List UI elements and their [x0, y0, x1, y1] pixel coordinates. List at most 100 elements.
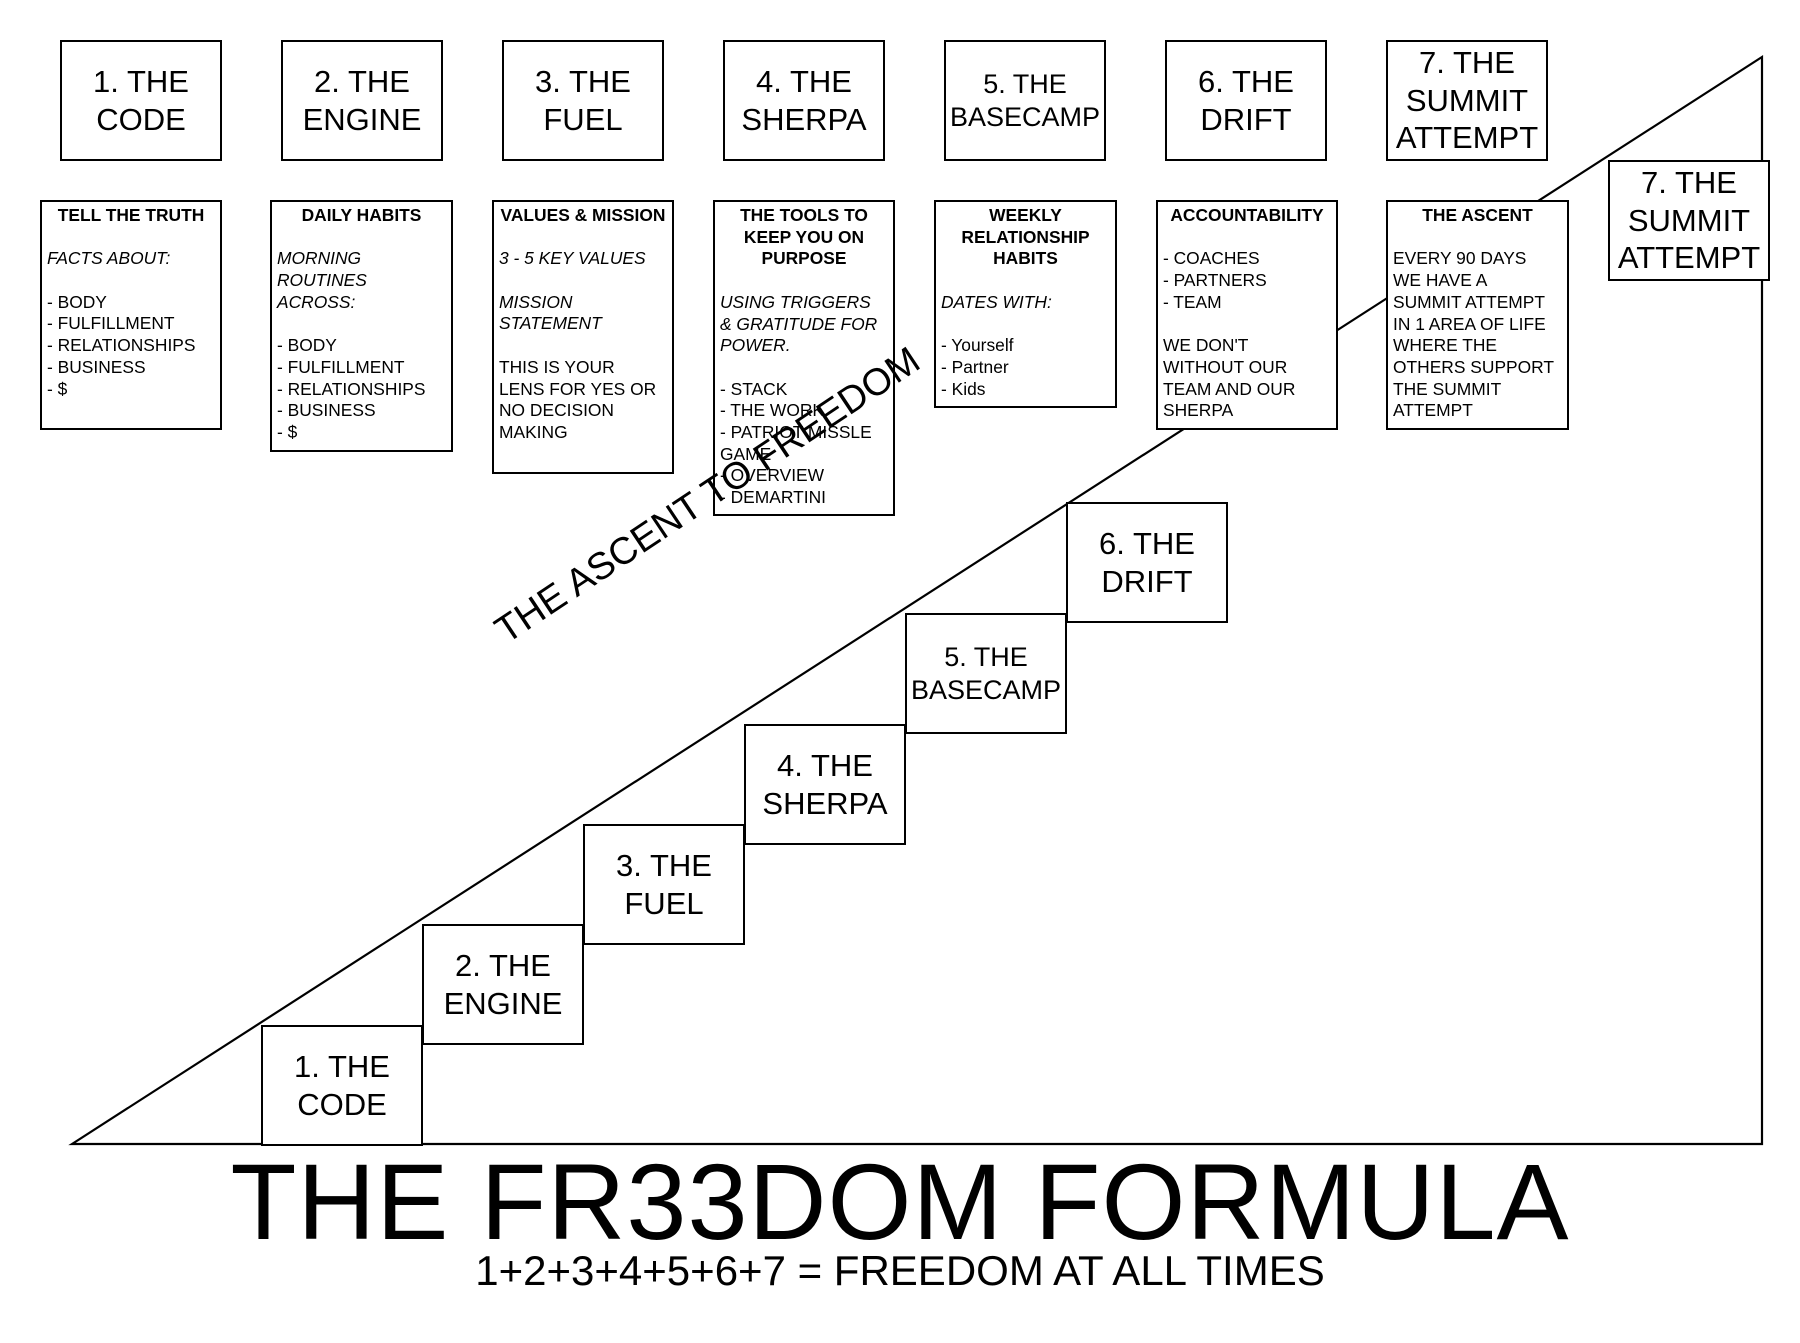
step-box-6: 6. THE DRIFT	[1066, 502, 1228, 623]
header-label: 6. THE DRIFT	[1198, 63, 1294, 137]
card-line: - BODY	[277, 335, 337, 356]
header-box-5: 5. THE BASECAMP	[944, 40, 1106, 161]
header-label: 5. THE BASECAMP	[949, 68, 1101, 132]
card-line	[277, 314, 446, 336]
card-line: ACROSS:	[277, 291, 356, 312]
card-line: - BUSINESS	[47, 356, 146, 377]
header-box-1: 1. THE CODE	[60, 40, 222, 161]
card-line: OTHERS SUPPORT	[1393, 356, 1555, 377]
header-box-2: 2. THE ENGINE	[281, 40, 443, 161]
card-line: MAKING	[499, 421, 568, 442]
card-title: WEEKLY RELATIONSHIP HABITS	[961, 205, 1090, 269]
detail-card-4: THE TOOLS TO KEEP YOU ON PURPOSE USING TR…	[713, 200, 895, 516]
card-line: USING TRIGGERS	[720, 291, 871, 312]
card-line: SHERPA	[1163, 400, 1234, 421]
card-line	[1163, 227, 1331, 249]
card-line: - THE WORK	[720, 400, 825, 421]
header-label: 7. THE SUMMIT ATTEMPT	[1395, 44, 1539, 156]
step-box-1: 1. THE CODE	[261, 1025, 423, 1146]
card-line	[47, 270, 215, 292]
card-line: - DEMARTINI	[720, 487, 826, 508]
card-line	[941, 270, 1110, 292]
step-box-7: 7. THE SUMMIT ATTEMPT	[1608, 160, 1770, 281]
card-line	[1163, 314, 1331, 336]
card-line: - Partner	[941, 356, 1009, 377]
card-line: & GRATITUDE FOR	[720, 313, 878, 334]
card-line: WE HAVE A	[1393, 270, 1488, 291]
header-box-7: 7. THE SUMMIT ATTEMPT	[1386, 40, 1548, 161]
step-label: 4. THE SHERPA	[762, 747, 888, 821]
card-line: - Yourself	[941, 335, 1014, 356]
card-line: - OVERVIEW	[720, 465, 825, 486]
card-line: WE DON'T	[1163, 335, 1249, 356]
card-line: POWER.	[720, 335, 791, 356]
card-line: EVERY 90 DAYS	[1393, 248, 1527, 269]
card-line: - $	[277, 422, 298, 442]
card-title: THE TOOLS TO KEEP YOU ON PURPOSE	[740, 205, 868, 269]
card-line: - BODY	[47, 291, 107, 312]
step-box-3: 3. THE FUEL	[583, 824, 745, 945]
card-line: 3 - 5 KEY VALUES	[499, 248, 646, 269]
card-line: ATTEMPT	[1393, 400, 1473, 421]
card-line: NO DECISION	[499, 400, 614, 421]
card-title: TELL THE TRUTH	[57, 205, 205, 225]
step-label: 1. THE CODE	[294, 1048, 390, 1122]
card-line: WITHOUT OUR	[1163, 356, 1288, 377]
card-title: ACCOUNTABILITY	[1170, 205, 1324, 225]
card-line	[499, 335, 667, 357]
card-title: THE ASCENT	[1422, 205, 1533, 225]
step-label: 2. THE ENGINE	[443, 947, 563, 1021]
card-title: VALUES & MISSION	[500, 205, 666, 225]
card-line: - FULFILLMENT	[47, 313, 175, 334]
header-box-3: 3. THE FUEL	[502, 40, 664, 161]
card-line: - $	[47, 378, 68, 399]
header-label: 2. THE ENGINE	[302, 63, 422, 137]
header-box-4: 4. THE SHERPA	[723, 40, 885, 161]
card-line: IN 1 AREA OF LIFE	[1393, 313, 1546, 334]
card-line: - PARTNERS	[1163, 270, 1267, 291]
step-label: 6. THE DRIFT	[1099, 525, 1195, 599]
step-box-2: 2. THE ENGINE	[422, 924, 584, 1045]
card-line: MISSION	[499, 291, 573, 312]
header-label: 3. THE FUEL	[535, 63, 631, 137]
card-line: TEAM AND OUR	[1163, 378, 1296, 399]
card-line	[47, 227, 215, 249]
step-box-5: 5. THE BASECAMP	[905, 613, 1067, 734]
card-line: - BUSINESS	[277, 400, 376, 421]
step-label: 3. THE FUEL	[616, 847, 712, 921]
card-line: - RELATIONSHIPS	[277, 378, 426, 399]
card-line	[720, 270, 888, 292]
card-line: DATES WITH:	[941, 291, 1052, 312]
detail-card-5: WEEKLY RELATIONSHIP HABITS DATES WITH: - Y…	[934, 200, 1117, 408]
card-line: SUMMIT ATTEMPT	[1393, 291, 1546, 312]
card-line	[941, 314, 1110, 336]
page-title: THE FR33DOM FORMULA	[230, 1141, 1570, 1262]
step-label: 5. THE BASECAMP	[910, 641, 1062, 705]
card-line: - STACK	[720, 378, 788, 399]
card-line	[499, 227, 667, 249]
card-line: WHERE THE	[1393, 335, 1498, 356]
step-box-4: 4. THE SHERPA	[744, 724, 906, 845]
card-line	[499, 270, 667, 292]
header-label: 1. THE CODE	[93, 63, 189, 137]
header-label: 4. THE SHERPA	[741, 63, 867, 137]
card-line: - TEAM	[1163, 291, 1222, 312]
formula-subtitle: 1+2+3+4+5+6+7 = FREEDOM AT ALL TIMES	[475, 1247, 1325, 1294]
card-line: MORNING	[277, 248, 362, 269]
card-line: - COACHES	[1163, 248, 1260, 269]
header-box-6: 6. THE DRIFT	[1165, 40, 1327, 161]
card-line: STATEMENT	[499, 313, 602, 334]
card-title: DAILY HABITS	[301, 205, 422, 225]
card-line: - RELATIONSHIPS	[47, 335, 196, 356]
detail-card-6: ACCOUNTABILITY - COACHES- PARTNERS- TEAM W…	[1156, 200, 1338, 430]
card-line	[277, 227, 446, 249]
card-line: THIS IS YOUR	[499, 356, 615, 377]
step-label: 7. THE SUMMIT ATTEMPT	[1617, 164, 1761, 276]
card-line: - PATRIOT MISSLE	[720, 422, 872, 442]
